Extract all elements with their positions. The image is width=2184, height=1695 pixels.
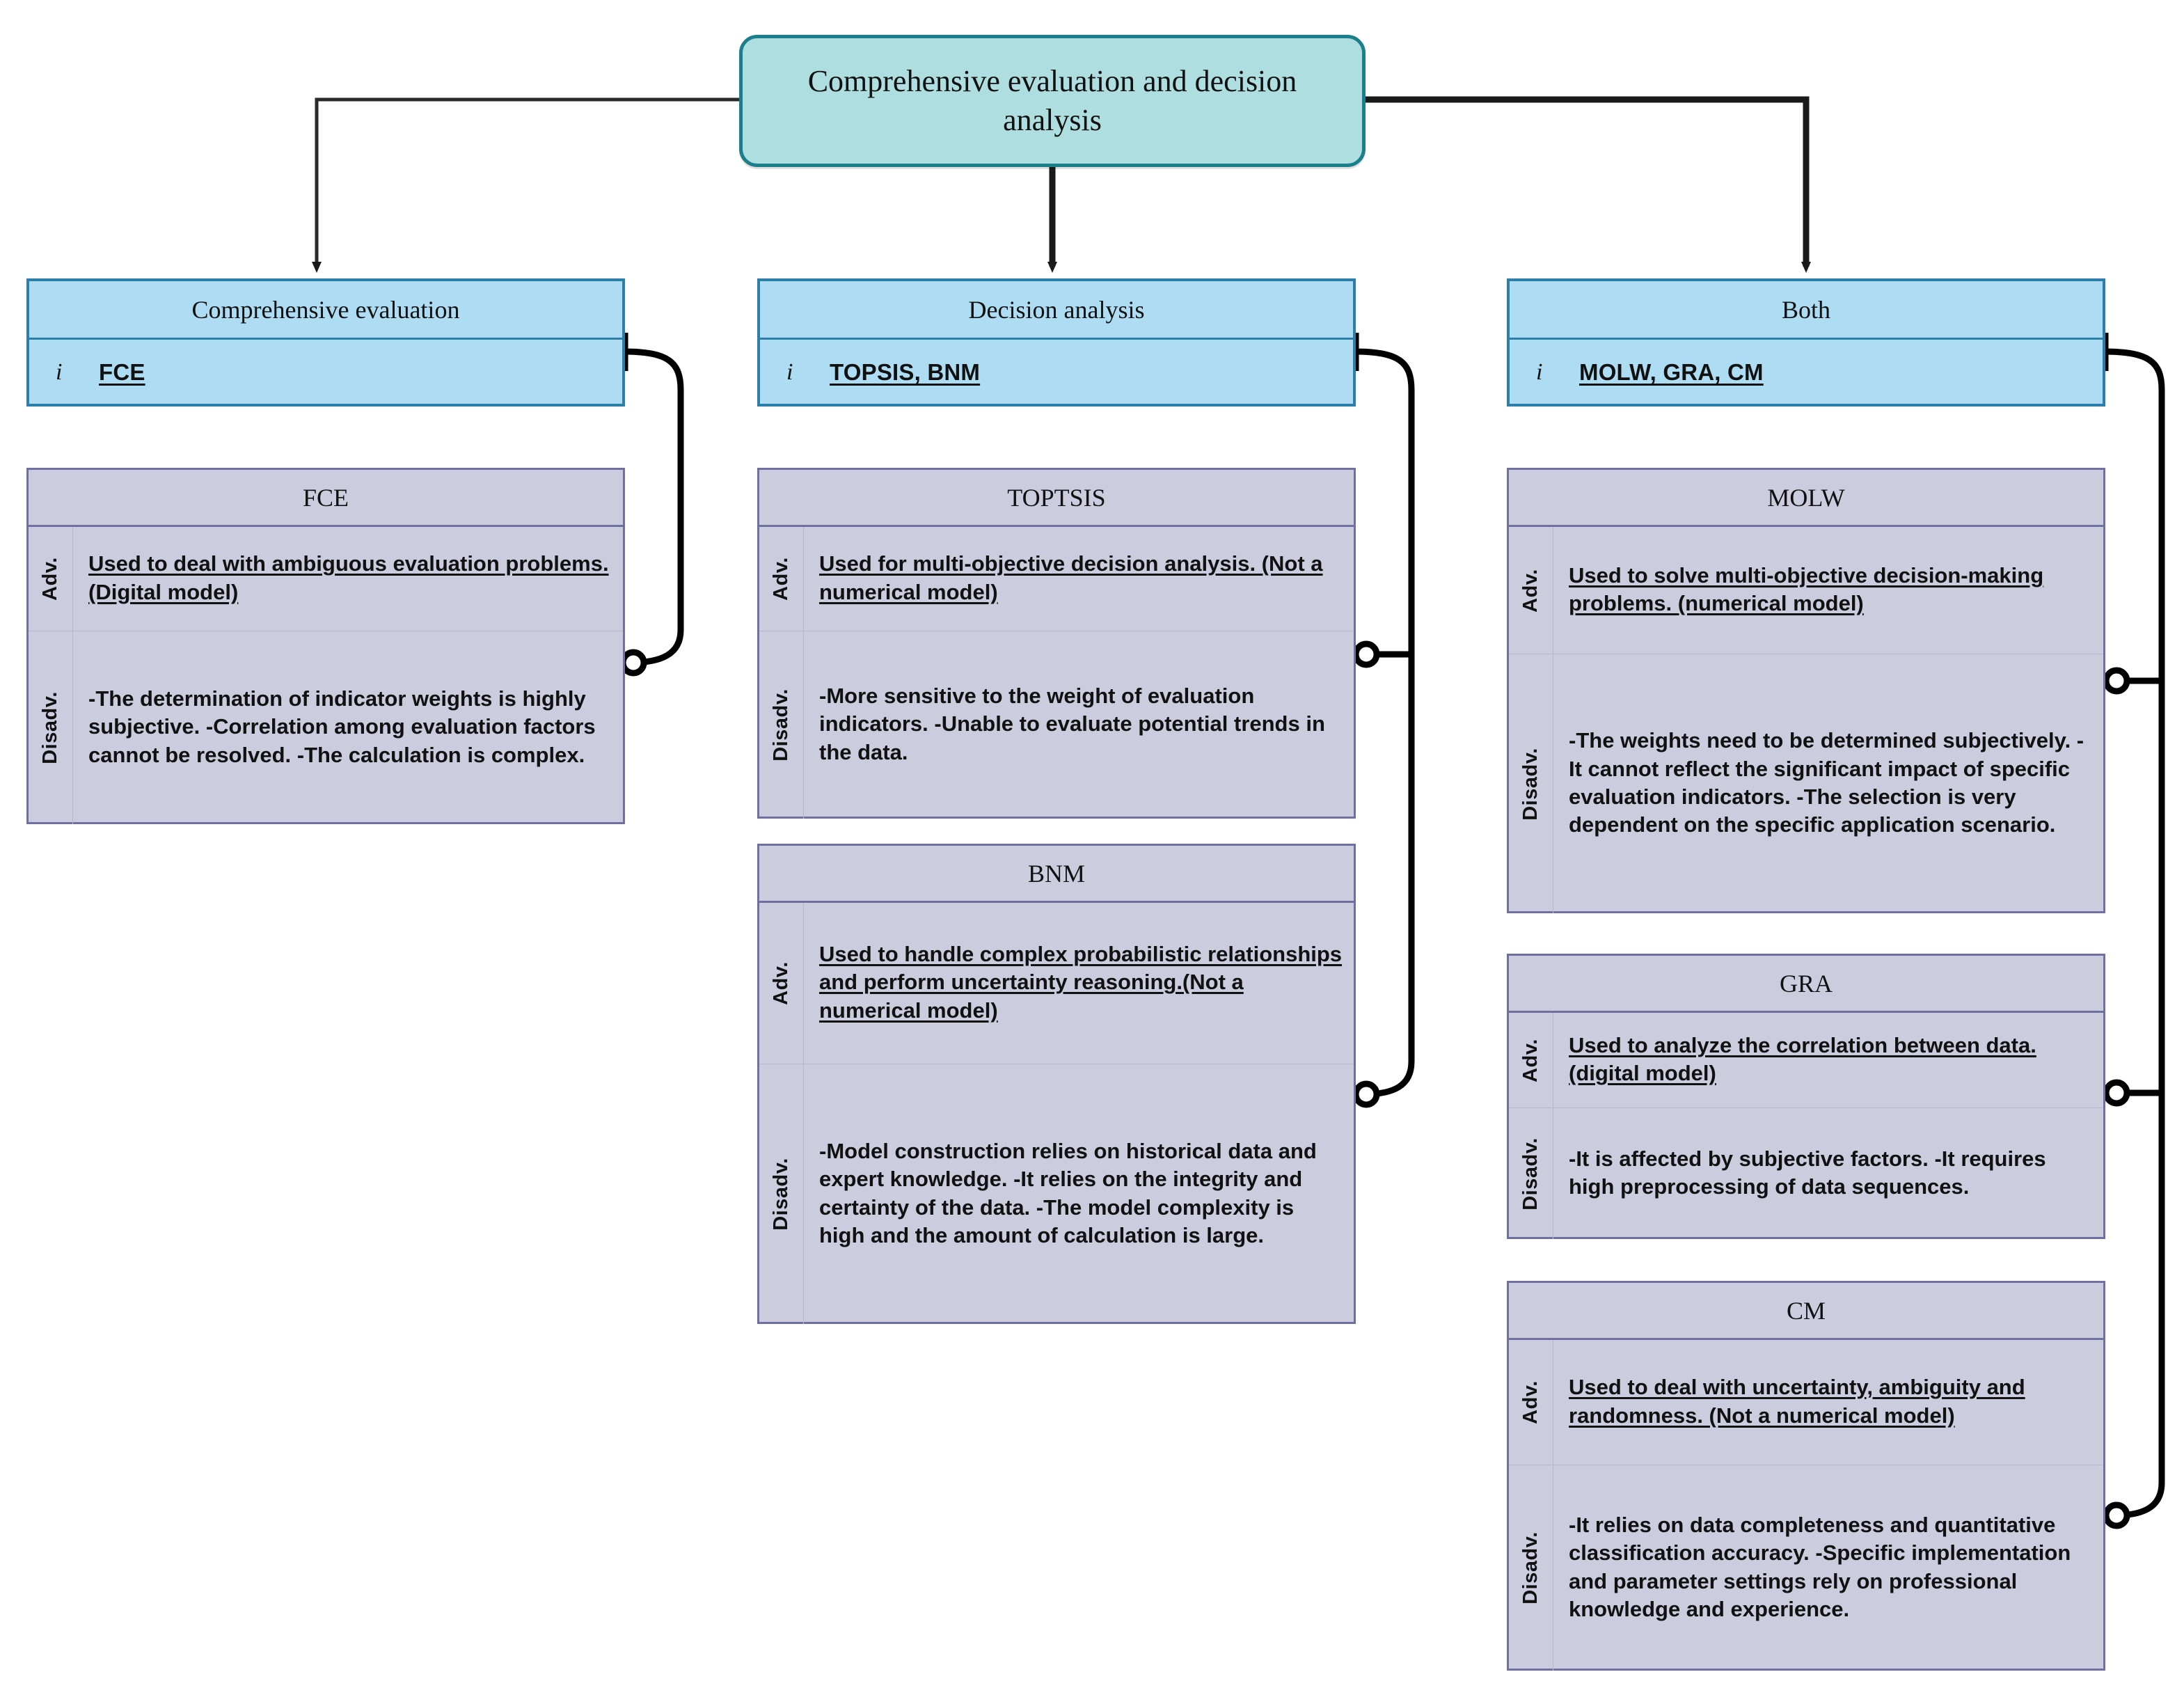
method-card-toptsis[interactable]: TOPTSIS Adv. Used for multi-objective de… (757, 468, 1356, 819)
edge-root-to-both (1366, 96, 1811, 273)
disadvantage-text: -The weights need to be determined subje… (1569, 728, 2084, 837)
info-icon: i (56, 359, 63, 385)
category-body: i MOLW, GRA, CM (1510, 340, 2103, 405)
disadvantage-label: Disadv. (1509, 1108, 1553, 1239)
disadvantage-row: Disadv. -It is affected by subjective fa… (1509, 1108, 2103, 1239)
disadvantage-text: -It is affected by subjective factors. -… (1569, 1146, 2046, 1199)
root-node[interactable]: Comprehensive evaluation and decision an… (739, 35, 1366, 167)
category-body: i FCE (29, 340, 622, 405)
method-card-molw[interactable]: MOLW Adv. Used to solve multi-objective … (1507, 468, 2105, 913)
advantage-row: Adv. Used for multi-objective decision a… (759, 527, 1354, 631)
advantage-text: Used to deal with uncertainty, ambiguity… (1569, 1375, 2025, 1428)
disadvantage-text: -Model construction relies on historical… (819, 1138, 1317, 1247)
advantage-label: Adv. (1509, 1340, 1553, 1465)
disadvantage-label: Disadv. (759, 1064, 804, 1324)
advantage-label: Adv. (759, 527, 804, 631)
advantage-text: Used to solve multi-objective decision-m… (1569, 562, 2044, 615)
disadvantage-row: Disadv. -Model construction relies on hi… (759, 1064, 1354, 1324)
method-card-title: CM (1509, 1283, 2103, 1340)
zero-marker (2103, 1079, 2130, 1107)
method-card-gra[interactable]: GRA Adv. Used to analyze the correlation… (1507, 954, 2105, 1239)
zero-marker (1352, 1080, 1380, 1108)
zero-marker (2103, 1501, 2130, 1529)
zero-marker (2103, 667, 2130, 695)
method-card-title: MOLW (1509, 470, 2103, 527)
zero-marker (1352, 640, 1380, 668)
advantage-row: Adv. Used to solve multi-objective decis… (1509, 527, 2103, 654)
method-card-cm[interactable]: CM Adv. Used to deal with uncertainty, a… (1507, 1281, 2105, 1671)
edge-root-to-comprehensive-evaluation (312, 97, 739, 273)
method-card-fce[interactable]: FCE Adv. Used to deal with ambiguous eva… (26, 468, 625, 824)
advantage-label: Adv. (1509, 527, 1553, 654)
category-box-both[interactable]: Both i MOLW, GRA, CM (1507, 278, 2105, 407)
advantage-label: Adv. (29, 527, 73, 631)
category-box-decision-analysis[interactable]: Decision analysis i TOPSIS, BNM (757, 278, 1356, 407)
disadvantage-label: Disadv. (1509, 1465, 1553, 1671)
method-card-title: FCE (29, 470, 623, 527)
advantage-text: Used to analyze the correlation between … (1569, 1032, 2036, 1085)
category-method-list[interactable]: MOLW, GRA, CM (1579, 359, 1764, 385)
advantage-text: Used to deal with ambiguous evaluation p… (88, 551, 609, 604)
category-title: Comprehensive evaluation (29, 281, 622, 340)
method-card-title: BNM (759, 846, 1354, 903)
disadvantage-text: -The determination of indicator weights … (88, 686, 596, 767)
disadvantage-label: Disadv. (759, 631, 804, 819)
disadvantage-row: Disadv. -It relies on data completeness … (1509, 1465, 2103, 1671)
advantage-label: Adv. (759, 903, 804, 1064)
category-body: i TOPSIS, BNM (760, 340, 1353, 405)
disadvantage-row: Disadv. -The determination of indicator … (29, 631, 623, 824)
disadvantage-row: Disadv. -More sensitive to the weight of… (759, 631, 1354, 819)
advantage-text: Used for multi-objective decision analys… (819, 551, 1323, 604)
disadvantage-text: -More sensitive to the weight of evaluat… (819, 684, 1325, 764)
disadvantage-text: -It relies on data completeness and quan… (1569, 1512, 2071, 1621)
method-card-title: TOPTSIS (759, 470, 1354, 527)
disadvantage-label: Disadv. (1509, 654, 1553, 913)
zero-marker (619, 649, 647, 677)
advantage-row: Adv. Used to handle complex probabilisti… (759, 903, 1354, 1064)
method-card-bnm[interactable]: BNM Adv. Used to handle complex probabil… (757, 844, 1356, 1324)
info-icon: i (1536, 359, 1543, 385)
root-title: Comprehensive evaluation and decision an… (807, 63, 1297, 137)
advantage-row: Adv. Used to deal with uncertainty, ambi… (1509, 1340, 2103, 1465)
category-title: Both (1510, 281, 2103, 340)
info-icon: i (786, 359, 793, 385)
advantage-label: Adv. (1509, 1013, 1553, 1107)
advantage-text: Used to handle complex probabilistic rel… (819, 942, 1343, 1023)
category-title: Decision analysis (760, 281, 1353, 340)
disadvantage-label: Disadv. (29, 631, 73, 824)
category-method-list[interactable]: TOPSIS, BNM (830, 359, 981, 385)
method-card-title: GRA (1509, 956, 2103, 1013)
advantage-row: Adv. Used to deal with ambiguous evaluat… (29, 527, 623, 631)
advantage-row: Adv. Used to analyze the correlation bet… (1509, 1013, 2103, 1108)
disadvantage-row: Disadv. -The weights need to be determin… (1509, 654, 2103, 913)
category-method-list[interactable]: FCE (99, 359, 145, 385)
category-box-comprehensive-evaluation[interactable]: Comprehensive evaluation i FCE (26, 278, 625, 407)
